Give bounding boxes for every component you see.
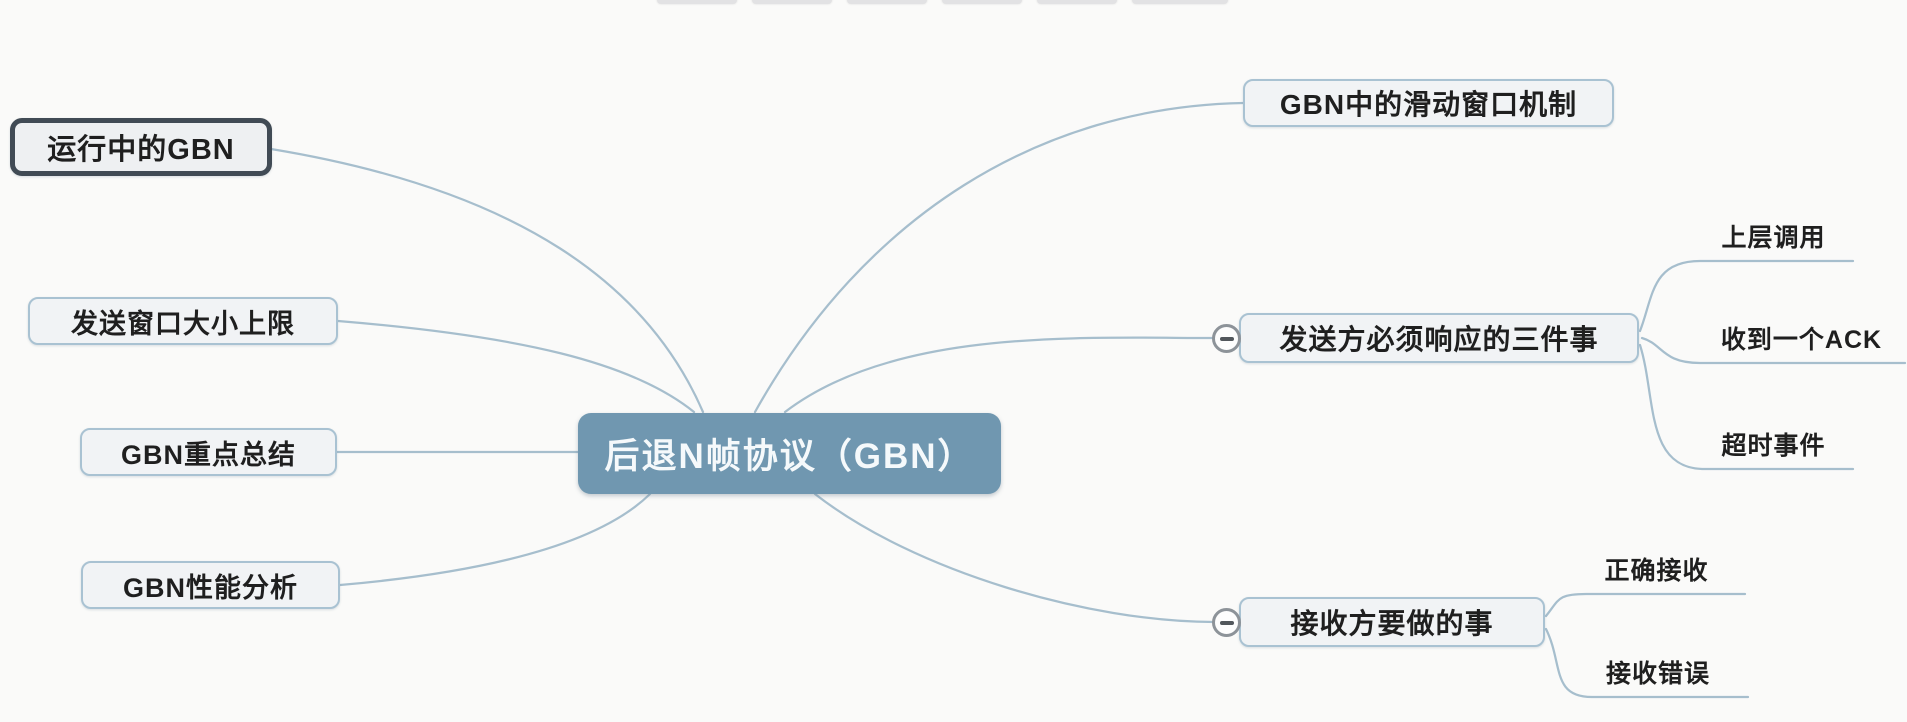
minus-glyph [1219, 620, 1234, 625]
leaf-timeout-event[interactable]: 超时事件 [1694, 426, 1853, 462]
topic-sender-three-events[interactable]: 发送方必须响应的三件事 [1239, 313, 1639, 363]
connector-correct-receive [1544, 592, 1747, 618]
top-edge-thumbnail [847, 0, 927, 4]
topic-label: 接收方要做的事 [1290, 608, 1494, 639]
leaf-receive-ack[interactable]: 收到一个ACK [1696, 320, 1907, 356]
leaf-upper-layer-call[interactable]: 上层调用 [1694, 218, 1853, 254]
root-topic[interactable]: 后退N帧协议（GBN） [578, 413, 1001, 494]
connector-gbn-performance [338, 492, 652, 587]
connector-upper-layer-call [1638, 259, 1855, 333]
topic-label: GBN性能分析 [123, 572, 298, 603]
connector-running-gbn [269, 147, 705, 414]
collapse-minus-icon[interactable] [1212, 608, 1241, 637]
topic-label: GBN中的滑动窗口机制 [1279, 89, 1578, 120]
leaf-label-text: 上层调用 [1721, 224, 1826, 252]
topic-label: GBN重点总结 [121, 439, 296, 470]
topic-label: 运行中的GBN [47, 134, 235, 166]
leaf-label-text: 接收错误 [1605, 660, 1710, 688]
leaf-label-text: 超时事件 [1721, 432, 1826, 460]
topic-gbn-summary[interactable]: GBN重点总结 [80, 428, 337, 476]
connector-send-window-limit [336, 319, 696, 414]
top-edge-thumbnail [942, 0, 1022, 4]
connector-sender-three-events [783, 336, 1216, 414]
leaf-label-text: 正确接收 [1604, 557, 1709, 585]
root-topic-label: 后退N帧协议（GBN） [604, 437, 975, 476]
connector-receive-ack [1640, 336, 1907, 365]
top-edge-thumbnail [1132, 0, 1228, 4]
topic-send-window-limit[interactable]: 发送窗口大小上限 [28, 297, 338, 345]
leaf-label-text: 收到一个ACK [1720, 326, 1883, 354]
top-edge-thumbnail [752, 0, 832, 4]
connector-receive-error [1544, 627, 1750, 699]
connector-receiver-tasks [813, 492, 1216, 624]
collapse-minus-icon[interactable] [1212, 324, 1241, 353]
topic-label: 发送窗口大小上限 [71, 308, 295, 339]
topic-receiver-tasks[interactable]: 接收方要做的事 [1239, 597, 1545, 647]
topic-label: 发送方必须响应的三件事 [1279, 324, 1599, 355]
connector-timeout-event [1638, 343, 1855, 471]
connector-sliding-window [753, 101, 1245, 414]
topic-gbn-performance[interactable]: GBN性能分析 [81, 561, 340, 609]
topic-sliding-window-mechanism[interactable]: GBN中的滑动窗口机制 [1243, 79, 1614, 127]
top-edge-thumbnail [657, 0, 737, 4]
top-edge-thumbnail [1037, 0, 1117, 4]
minus-glyph [1219, 336, 1234, 341]
topic-running-gbn[interactable]: 运行中的GBN [10, 118, 272, 176]
leaf-receive-error[interactable]: 接收错误 [1568, 654, 1748, 690]
leaf-correct-receive[interactable]: 正确接收 [1568, 551, 1745, 587]
